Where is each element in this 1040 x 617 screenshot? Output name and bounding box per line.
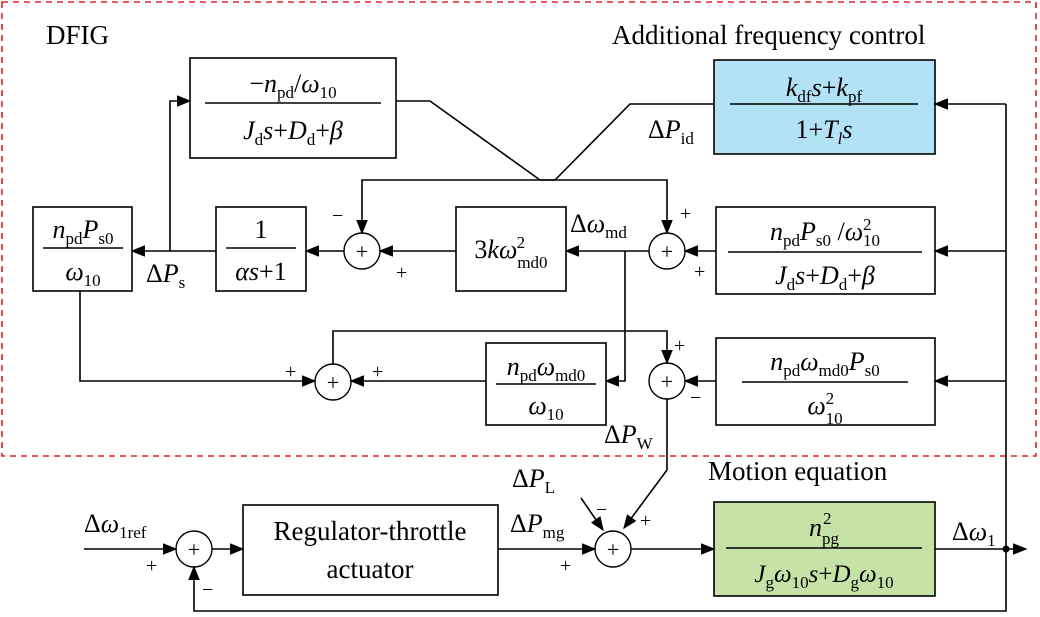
svg-text:npdPs0 /ω102: npdPs0 /ω102 [770, 215, 880, 250]
svg-text:+: + [327, 370, 339, 395]
svg-text:ω102: ω102 [807, 389, 842, 428]
svg-text:npg2: npg2 [809, 509, 840, 548]
motion-equation-block: npg2 Jgω10s+Dgω10 [713, 501, 936, 597]
delta-omega-1ref-label: Δω1ref [84, 509, 147, 542]
svg-text:1+Tls: 1+Tls [796, 115, 853, 148]
svg-text:+: + [661, 369, 673, 394]
svg-text:+: + [560, 555, 571, 577]
power-feedback-block: npdωmd0Ps0 ω102 [715, 337, 936, 428]
motion-equation-label: Motion equation [708, 456, 888, 486]
delta-p-mg-label: ΔPmg [510, 509, 565, 542]
svg-text:−: − [596, 499, 607, 521]
svg-text:+: + [372, 361, 383, 383]
svg-text:+: + [680, 203, 691, 225]
svg-text:+: + [146, 555, 157, 577]
svg-text:+: + [674, 335, 685, 357]
delta-p-s-label: ΔPs [146, 259, 185, 292]
svg-text:+: + [356, 239, 368, 264]
power-gain-block: npdPs0 ω10 [32, 206, 133, 292]
afc-label: Additional frequency control [612, 20, 925, 50]
regulator-throttle-block: Regulator-throttle actuator [242, 504, 499, 596]
svg-text:kdfs+kpf: kdfs+kpf [786, 73, 863, 106]
svg-text:1: 1 [255, 215, 268, 244]
dfig-region-border [1, 1, 1037, 457]
svg-text:+: + [661, 239, 673, 264]
svg-text:−: − [690, 387, 701, 409]
svg-text:+: + [285, 361, 296, 383]
delta-p-w-label: ΔPW [604, 420, 654, 453]
svg-text:Jds+Dd+β: Jds+Dd+β [243, 116, 343, 149]
svg-text:actuator: actuator [327, 554, 414, 584]
svg-text:ω10: ω10 [528, 391, 563, 424]
sum-junction-3: + [314, 363, 352, 401]
svg-text:Jgω10s+Dgω10: Jgω10s+Dgω10 [754, 561, 893, 592]
first-order-lag-block: 1 αs+1 [215, 206, 307, 292]
inertia-top-block: −npd/ω10 Jds+Dd+β [189, 57, 397, 159]
delta-p-l-label: ΔPL [512, 464, 555, 497]
inertia-right-block: npdPs0 /ω102 Jds+Dd+β [715, 206, 936, 295]
svg-text:+: + [607, 537, 619, 562]
sum-junction-1: + [343, 232, 381, 270]
speed-gain-block: 3kωmd02 [455, 206, 567, 292]
sum-junction-2: + [648, 232, 686, 270]
delta-omega-md-label: Δωmd [570, 209, 627, 242]
svg-text:+: + [640, 510, 651, 532]
delta-p-id-label: ΔPid [648, 115, 694, 148]
svg-text:npdωmd0Ps0: npdωmd0Ps0 [770, 347, 880, 380]
sum-junction-5: + [175, 530, 213, 568]
svg-text:+: + [396, 262, 407, 284]
sum-junction-6: + [594, 530, 632, 568]
svg-text:npdPs0: npdPs0 [52, 215, 113, 248]
svg-text:Jds+Dd+β: Jds+Dd+β [775, 261, 875, 294]
svg-text:αs+1: αs+1 [235, 257, 286, 286]
dfig-label: DFIG [46, 20, 109, 50]
speed-power-block: npdωmd0 ω10 [485, 342, 607, 426]
svg-text:−: − [202, 579, 213, 601]
delta-omega-1-label: Δω1 [952, 517, 996, 550]
sign-markers: − + + + + + + − − + + + − [146, 203, 705, 601]
svg-text:−: − [332, 205, 343, 227]
svg-text:ω10: ω10 [65, 257, 100, 290]
svg-text:npdωmd0: npdωmd0 [507, 352, 586, 385]
svg-text:+: + [694, 261, 705, 283]
svg-text:−npd/ω10: −npd/ω10 [249, 69, 336, 102]
svg-text:Regulator-throttle: Regulator-throttle [274, 516, 467, 546]
additional-frequency-control-block: kdfs+kpf 1+Tls [713, 59, 936, 155]
sum-junction-4: + [648, 362, 686, 400]
svg-text:3kωmd02: 3kωmd02 [474, 233, 547, 272]
svg-text:+: + [188, 537, 200, 562]
